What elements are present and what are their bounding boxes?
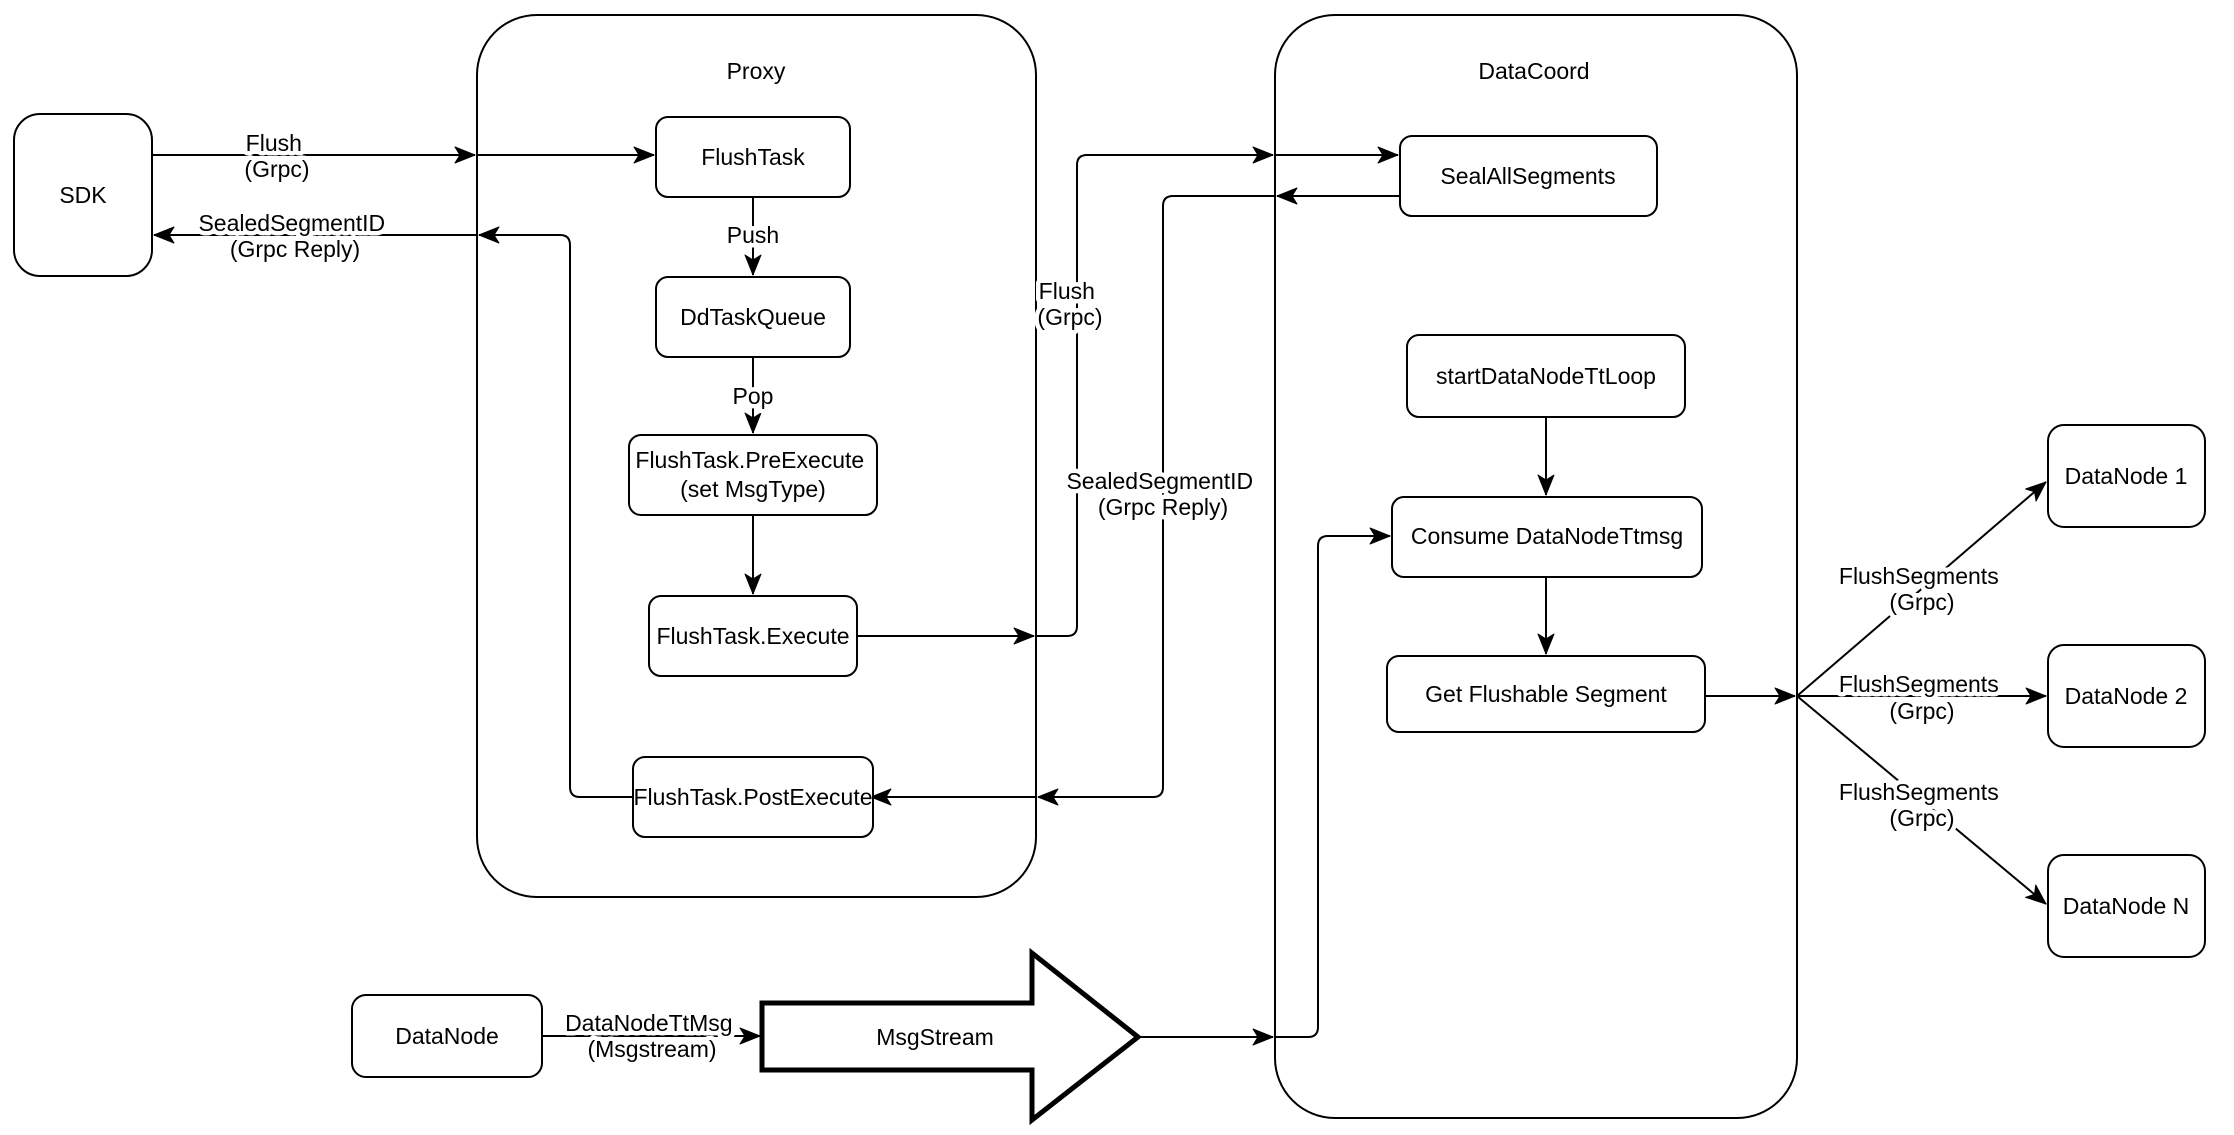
node-dd-task-queue: DdTaskQueue [655, 276, 851, 358]
datanode-source-box [351, 994, 543, 1078]
sdk-box [13, 113, 153, 277]
edge-label-pop: Pop [733, 383, 774, 409]
datanode-1-label: DataNode 1 [2065, 463, 2188, 489]
edge-flushsegments-to-datanode-n [1796, 695, 2047, 905]
flush-task-pre-execute-label-line2: (set MsgType) [680, 476, 826, 502]
datanode-1-box [2047, 424, 2206, 528]
flush-task-pre-execute-box [628, 434, 878, 516]
container-proxy: Proxy [476, 14, 1037, 898]
edge-label-push: Push [727, 222, 779, 248]
edge-sealedsegmentid-down-to-proxy-border [1037, 195, 1275, 806]
get-flushable-segment-box [1386, 655, 1706, 733]
seal-all-segments-box [1399, 135, 1658, 217]
dd-task-queue-label: DdTaskQueue [680, 304, 826, 330]
node-seal-all-segments: SealAllSegments [1399, 135, 1658, 217]
flush-task-pre-execute-label: FlushTask.PreExecute (set MsgType) [635, 447, 870, 502]
node-datanode-n: DataNode N [2047, 854, 2206, 958]
msgstream-label: MsgStream [876, 1024, 994, 1050]
start-data-node-tt-loop-box [1406, 334, 1686, 418]
flush-task-execute-box [648, 595, 858, 677]
edge-label-datanodettmsg-line2: (Msgstream) [587, 1036, 716, 1062]
flush-task-pre-execute-label-line1: FlushTask.PreExecute [635, 447, 864, 473]
msgstream-block-arrow [759, 947, 1143, 1126]
get-flushable-segment-label: Get Flushable Segment [1425, 681, 1667, 707]
datacoord-container-title: DataCoord [1478, 58, 1589, 84]
container-datacoord: DataCoord [1274, 14, 1798, 1119]
edge-label-sealedsegmentid-to-proxy: SealedSegmentID (Grpc Reply) [1066, 468, 1259, 520]
datanode-n-box [2047, 854, 2206, 958]
flush-task-box [655, 116, 851, 198]
edge-label-flushsegments-2-line1: FlushSegments [1839, 671, 1999, 697]
node-start-data-node-tt-loop: startDataNodeTtLoop [1406, 334, 1686, 418]
datanode-2-label: DataNode 2 [2065, 683, 2188, 709]
edge-label-flushsegments-1: FlushSegments (Grpc) [1839, 563, 2005, 615]
consume-data-node-ttmsg-label: Consume DataNodeTtmsg [1411, 523, 1683, 549]
start-data-node-tt-loop-label: startDataNodeTtLoop [1436, 363, 1656, 389]
node-datanode-source: DataNode [351, 994, 543, 1078]
sdk-label: SDK [59, 182, 107, 208]
flush-task-label: FlushTask [701, 144, 805, 170]
dd-task-queue-box [655, 276, 851, 358]
datacoord-container-outline [1274, 14, 1798, 1119]
edge-msgstream-up-to-consume [1275, 527, 1391, 1038]
edge-label-flush-sdk-line1: Flush [246, 130, 302, 156]
edge-label-flushsegments-n: FlushSegments (Grpc) [1839, 779, 2005, 831]
node-datanode-1: DataNode 1 [2047, 424, 2206, 528]
node-flush-task-post-execute: FlushTask.PostExecute [632, 756, 874, 838]
edge-label-flushsegments-1-line1: FlushSegments [1839, 563, 1999, 589]
edge-flushsegments-to-datanode-1 [1796, 481, 2047, 697]
flush-task-execute-label: FlushTask.Execute [656, 623, 849, 649]
edge-label-datanodettmsg-line1: DataNodeTtMsg [565, 1010, 732, 1036]
edge-label-flushsegments-2: FlushSegments (Grpc) [1839, 671, 2005, 724]
edge-label-sealedsegmentid-sdk-line2: (Grpc Reply) [230, 236, 360, 262]
edge-label-flush-mid-line1: Flush [1039, 278, 1095, 304]
node-datanode-2: DataNode 2 [2047, 644, 2206, 748]
proxy-container-outline [476, 14, 1037, 898]
edge-sealedsegmentid-postexecute-to-proxy-border [478, 226, 637, 798]
flush-task-post-execute-label: FlushTask.PostExecute [633, 784, 872, 810]
edge-label-datanodettmsg: DataNodeTtMsg (Msgstream) [565, 1010, 739, 1062]
edge-label-sealedsegmentid-mid-line2: (Grpc Reply) [1098, 494, 1228, 520]
node-flush-task: FlushTask [655, 116, 851, 198]
datanode-n-label: DataNode N [2063, 893, 2190, 919]
edge-label-flush-proxy-to-datacoord: Flush (Grpc) [1037, 278, 1102, 330]
consume-data-node-ttmsg-box [1391, 496, 1703, 578]
edge-label-sealedsegmentid-mid-line1: SealedSegmentID [1066, 468, 1253, 494]
node-get-flushable-segment: Get Flushable Segment [1386, 655, 1706, 733]
datanode-2-box [2047, 644, 2206, 748]
node-consume-data-node-ttmsg: Consume DataNodeTtmsg [1391, 496, 1703, 578]
edge-flush-up-to-datacoord-border [1036, 146, 1274, 637]
edge-label-flushsegments-n-line1: FlushSegments [1839, 779, 1999, 805]
flush-task-post-execute-box [632, 756, 874, 838]
node-msgstream: MsgStream [759, 947, 1143, 1126]
datanode-source-label: DataNode [395, 1023, 499, 1049]
edge-label-sealedsegmentid-to-sdk: SealedSegmentID (Grpc Reply) [198, 210, 391, 262]
edge-label-flush-sdk-to-proxy: Flush (Grpc) [244, 130, 309, 182]
seal-all-segments-label: SealAllSegments [1440, 163, 1615, 189]
edge-label-flush-mid-line2: (Grpc) [1037, 304, 1102, 330]
edge-label-sealedsegmentid-sdk-line1: SealedSegmentID [198, 210, 385, 236]
edge-label-flush-sdk-line2: (Grpc) [244, 156, 309, 182]
edge-label-flushsegments-2-line2: (Grpc) [1889, 698, 1954, 724]
node-flush-task-execute: FlushTask.Execute [648, 595, 858, 677]
edge-label-flushsegments-1-line2: (Grpc) [1889, 589, 1954, 615]
edge-label-flushsegments-n-line2: (Grpc) [1889, 805, 1954, 831]
node-flush-task-pre-execute: FlushTask.PreExecute (set MsgType) [628, 434, 878, 516]
node-sdk: SDK [13, 113, 153, 277]
proxy-container-title: Proxy [727, 58, 786, 84]
